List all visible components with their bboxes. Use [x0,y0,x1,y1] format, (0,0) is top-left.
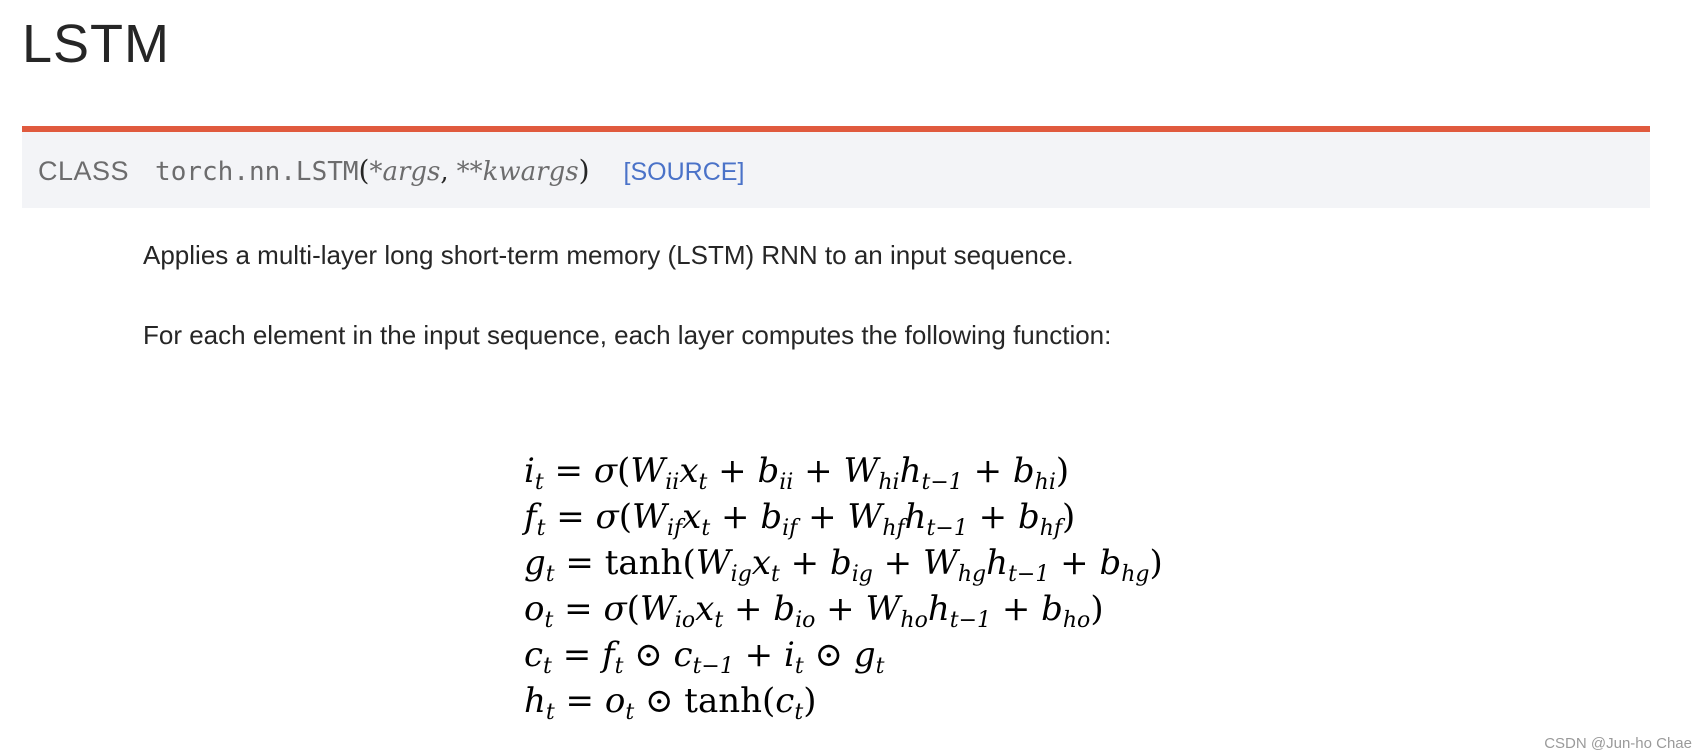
description-detail: For each element in the input sequence, … [143,320,1112,350]
equation-cell-candidate: gt = tanh(Wigxt + big + Whght−1 + bhg) [524,543,1163,587]
equation-hidden-state: ht = ot ⊙ tanh(ct) [524,681,817,725]
param-args: *args [369,157,441,187]
equation-forget-gate: ft = σ(Wifxt + bif + Whfht−1 + bhf) [524,497,1076,541]
class-signature: CLASS torch.nn.LSTM ( *args , **kwargs )… [38,154,744,190]
source-link[interactable]: [SOURCE] [623,158,745,186]
open-paren: ( [358,154,370,187]
param-kwargs: **kwargs [456,157,579,187]
close-paren: ) [578,154,590,187]
description-summary: Applies a multi-layer long short-term me… [143,240,1074,270]
class-name: torch.nn.LSTM [155,157,359,187]
page-title: LSTM [22,14,171,74]
equation-output-gate: ot = σ(Wioxt + bio + Whoht−1 + bho) [524,589,1104,633]
equation-input-gate: it = σ(Wiixt + bii + Whiht−1 + bhi) [524,451,1070,495]
watermark: CSDN @Jun-ho Chae [1544,735,1692,752]
class-signature-block: CLASS torch.nn.LSTM ( *args , **kwargs )… [22,126,1650,208]
lstm-equations: it = σ(Wiixt + bii + Whiht−1 + bhi) ft =… [524,448,1163,724]
param-separator: , [440,157,449,187]
class-keyword: CLASS [38,156,130,186]
equation-cell-state: ct = ft ⊙ ct−1 + it ⊙ gt [524,635,885,679]
